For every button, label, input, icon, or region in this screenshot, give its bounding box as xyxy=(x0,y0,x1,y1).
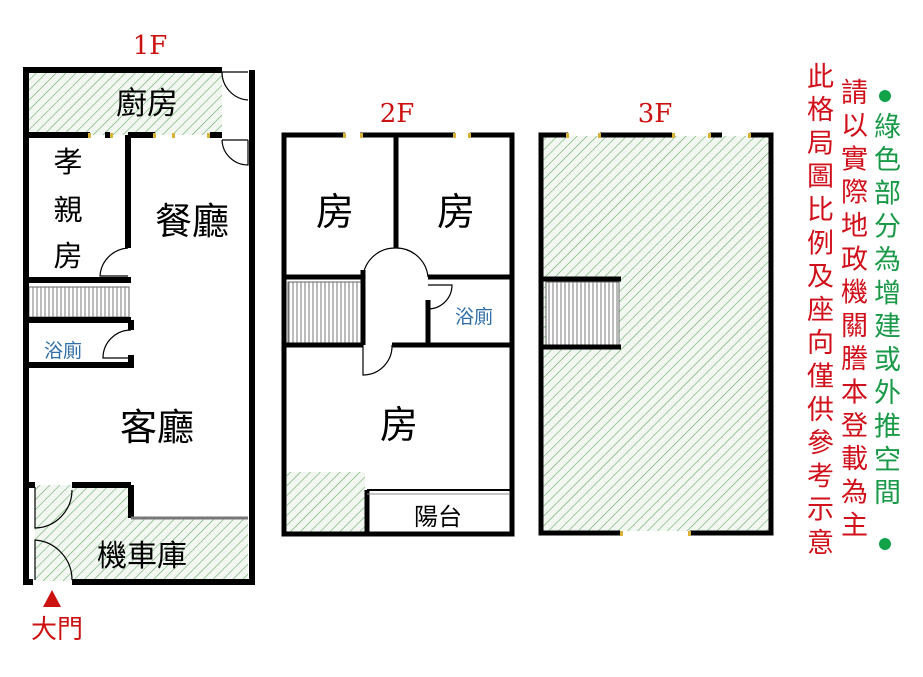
floor-3f-title: 3F xyxy=(638,99,673,129)
note-disclaimer-scale: 此格局圖比例及座向僅供參考示意 xyxy=(802,62,833,562)
doors-2f xyxy=(362,247,453,376)
room-b-label: 房 xyxy=(437,190,475,234)
living-room-label: 客廳 xyxy=(120,406,194,449)
bath-1f-label: 浴廁 xyxy=(44,339,82,362)
dining-label: 餐廳 xyxy=(155,200,229,243)
floor-3f: 3F xyxy=(538,99,774,536)
kitchen-extension-area xyxy=(29,72,222,135)
windows-3f xyxy=(566,133,751,536)
doors-1f xyxy=(34,71,249,581)
bath-2f-label: 浴廁 xyxy=(455,305,493,328)
elder-room-label-2: 親 xyxy=(53,193,82,227)
floor-2f: 2F 房 房 浴廁 房 陽台 xyxy=(281,99,515,537)
room-c-label: 房 xyxy=(380,403,418,447)
room-a-label: 房 xyxy=(316,190,354,234)
floor-1f-title: 1F xyxy=(133,31,168,61)
walls-1f xyxy=(23,67,255,585)
stairs-1f xyxy=(28,286,130,318)
balcony-label: 陽台 xyxy=(414,503,462,531)
note-green-area: 綠色部分為增建或外推空間 xyxy=(869,112,900,512)
walls-3f xyxy=(538,132,774,536)
green-bullet-icon xyxy=(879,538,891,550)
floor-2f-title: 2F xyxy=(380,99,415,129)
floor-1f: 1F xyxy=(23,31,255,645)
kitchen-label: 廚房 xyxy=(116,86,178,122)
note-disclaimer-registry: 請以實際地政機關謄本登載為主 xyxy=(836,78,867,545)
garage-label: 機車庫 xyxy=(97,539,187,574)
entrance-label: 大門 xyxy=(31,615,83,645)
stairs-2f xyxy=(287,281,364,345)
green-bullet-icon xyxy=(879,90,891,102)
2f-extension-area xyxy=(287,472,365,533)
elder-room-label-3: 房 xyxy=(53,239,82,273)
entrance-arrow-icon xyxy=(43,590,61,607)
walls-2f xyxy=(281,132,515,537)
stairs-3f xyxy=(545,281,620,346)
windows-1f xyxy=(88,133,210,138)
windows-2f xyxy=(343,133,471,138)
elder-room-label-1: 孝 xyxy=(53,145,82,179)
